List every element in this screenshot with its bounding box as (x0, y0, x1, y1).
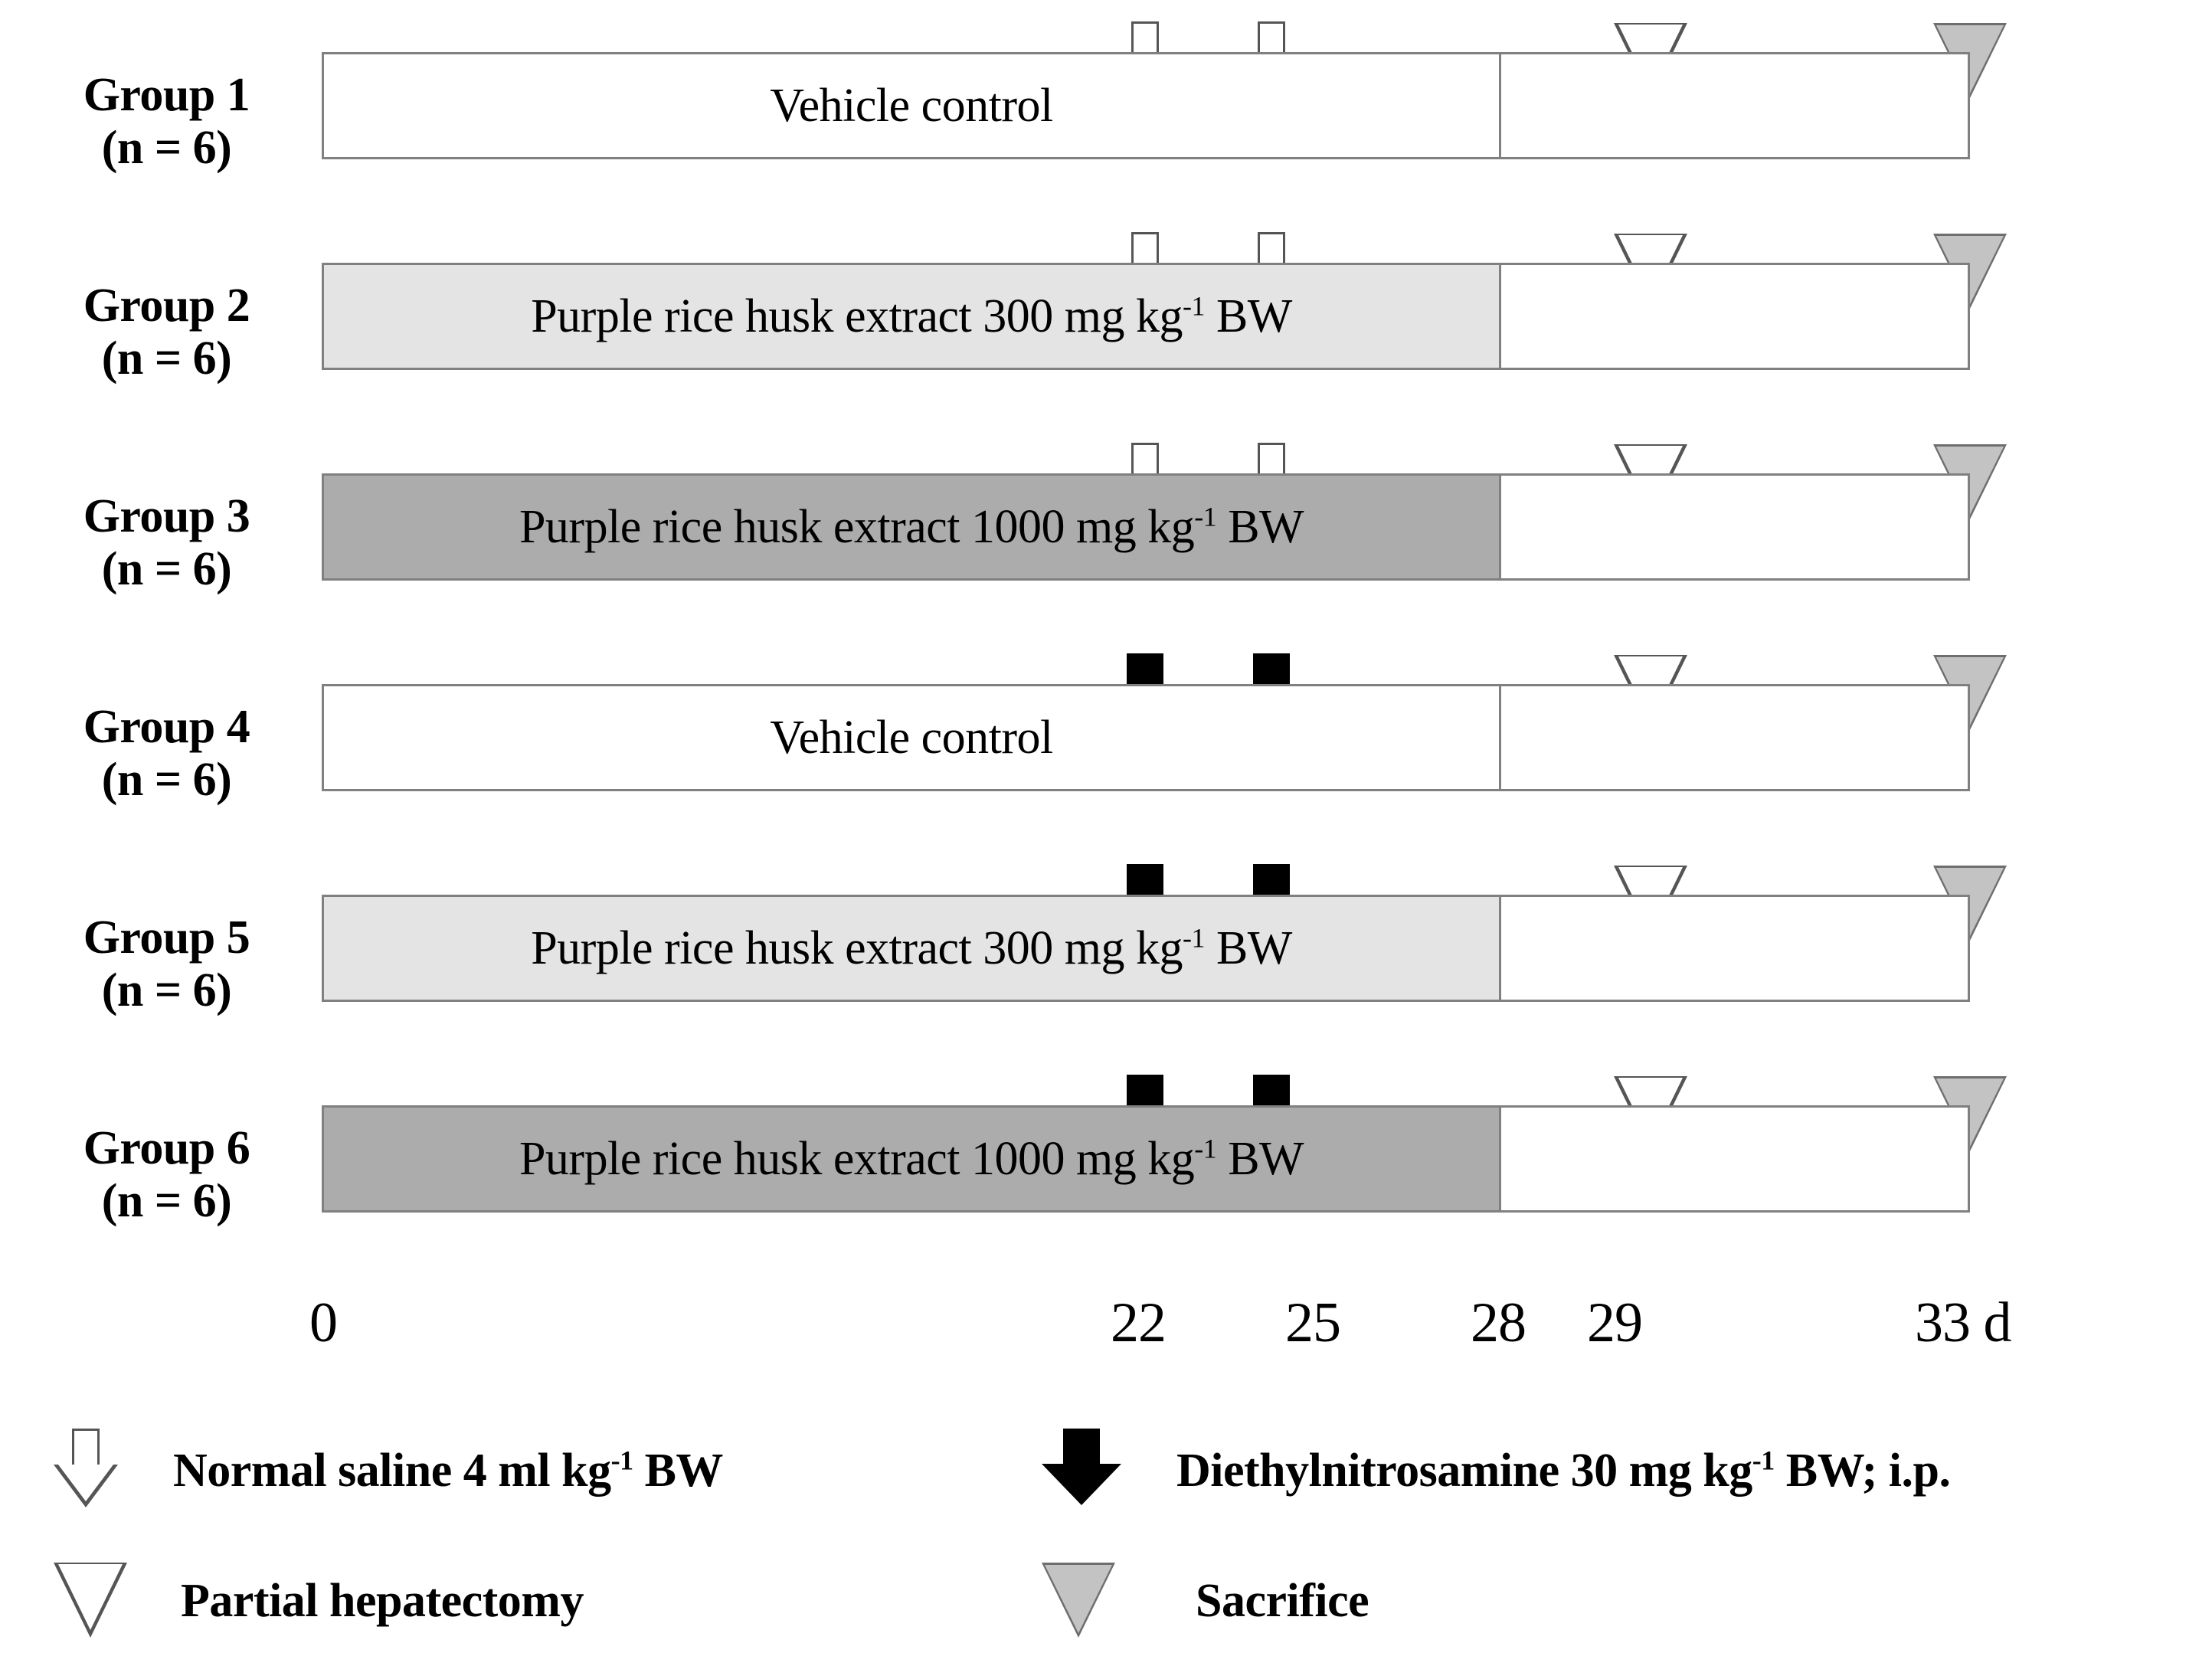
treatment-segment-4: Vehicle control (324, 686, 1501, 789)
treatment-label-3: Purple rice husk extract 1000 mg kg-1 BW (519, 501, 1304, 553)
legend-item-partial-hepatectomy: Partial hepatectomy (54, 1563, 584, 1639)
group-n: (n = 6) (101, 332, 232, 385)
axis-tick-0: 0 (309, 1291, 338, 1354)
axis-tick-28: 28 (1471, 1291, 1526, 1354)
timeline-bar-3: Purple rice husk extract 1000 mg kg-1 BW (322, 473, 1970, 581)
treatment-segment-1: Vehicle control (324, 54, 1501, 157)
group-name: Group 4 (83, 701, 250, 753)
sacrifice-triangle-day33 (1933, 234, 2007, 309)
treatment-label-5: Purple rice husk extract 300 mg kg-1 BW (531, 922, 1292, 974)
legend-item-sacrifice: Sacrifice (1042, 1563, 1369, 1639)
legend-label-sacrifice: Sacrifice (1196, 1575, 1369, 1627)
treatment-label-4: Vehicle control (770, 712, 1053, 764)
group-name: Group 2 (83, 280, 250, 332)
treatment-label-2: Purple rice husk extract 300 mg kg-1 BW (531, 290, 1292, 342)
group-label-1: Group 1 (n = 6) (31, 69, 303, 175)
group-name: Group 6 (83, 1122, 250, 1174)
post-segment-6 (1501, 1108, 1968, 1210)
axis-tick-25: 25 (1285, 1291, 1341, 1354)
post-segment-5 (1501, 897, 1968, 1000)
axis-tick-22: 22 (1111, 1291, 1167, 1354)
open-down-triangle-icon (54, 1563, 127, 1639)
group-row-4: Group 4 (n = 6) Vehicle control (0, 653, 2212, 869)
post-segment-1 (1501, 54, 1968, 157)
post-segment-2 (1501, 265, 1968, 368)
group-n: (n = 6) (101, 1175, 232, 1228)
timeline-bar-2: Purple rice husk extract 300 mg kg-1 BW (322, 263, 1970, 370)
group-row-3: Group 3 (n = 6) Purple rice husk extract… (0, 443, 2212, 659)
timeline-bar-4: Vehicle control (322, 684, 1970, 791)
timeline-bar-5: Purple rice husk extract 300 mg kg-1 BW (322, 895, 1970, 1002)
solid-down-arrow-icon (1042, 1429, 1121, 1513)
post-segment-4 (1501, 686, 1968, 789)
group-n: (n = 6) (101, 754, 232, 807)
group-name: Group 3 (83, 490, 250, 542)
figure-legend: Normal saline 4 ml kg-1 BW Diethylnitros… (0, 1429, 2212, 1666)
group-label-2: Group 2 (n = 6) (31, 280, 303, 386)
legend-item-diethylnitrosamine: Diethylnitrosamine 30 mg kg-1 BW; i.p. (1042, 1429, 1951, 1513)
group-label-6: Group 6 (n = 6) (31, 1122, 303, 1229)
group-label-4: Group 4 (n = 6) (31, 701, 303, 807)
legend-label-partial-hepatectomy: Partial hepatectomy (181, 1575, 584, 1627)
gray-down-triangle-icon (1042, 1563, 1115, 1639)
legend-label-diethylnitrosamine: Diethylnitrosamine 30 mg kg-1 BW; i.p. (1176, 1445, 1951, 1497)
timeline-axis: 0 22 25 28 29 33 d (0, 1295, 2212, 1379)
group-row-1: Group 1 (n = 6) Vehicle control (0, 21, 2212, 237)
timeline-bar-1: Vehicle control (322, 52, 1970, 159)
treatment-segment-5: Purple rice husk extract 300 mg kg-1 BW (324, 897, 1501, 1000)
group-row-6: Group 6 (n = 6) Purple rice husk extract… (0, 1075, 2212, 1291)
group-label-3: Group 3 (n = 6) (31, 490, 303, 597)
treatment-segment-3: Purple rice husk extract 1000 mg kg-1 BW (324, 476, 1501, 578)
group-label-5: Group 5 (n = 6) (31, 912, 303, 1018)
legend-item-normal-saline: Normal saline 4 ml kg-1 BW (54, 1429, 723, 1513)
open-down-arrow-icon (54, 1429, 118, 1513)
treatment-label-6: Purple rice husk extract 1000 mg kg-1 BW (519, 1133, 1304, 1185)
treatment-label-1: Vehicle control (770, 80, 1053, 132)
legend-label-normal-saline: Normal saline 4 ml kg-1 BW (173, 1445, 723, 1497)
axis-tick-33: 33 d (1915, 1291, 2011, 1354)
timeline-bar-6: Purple rice husk extract 1000 mg kg-1 BW (322, 1105, 1970, 1213)
treatment-segment-2: Purple rice husk extract 300 mg kg-1 BW (324, 265, 1501, 368)
group-n: (n = 6) (101, 543, 232, 596)
group-name: Group 5 (83, 912, 250, 964)
group-n: (n = 6) (101, 122, 232, 175)
group-row-2: Group 2 (n = 6) Purple rice husk extract… (0, 232, 2212, 448)
group-name: Group 1 (83, 69, 250, 121)
post-segment-3 (1501, 476, 1968, 578)
axis-tick-29: 29 (1587, 1291, 1643, 1354)
group-row-5: Group 5 (n = 6) Purple rice husk extract… (0, 864, 2212, 1080)
treatment-segment-6: Purple rice husk extract 1000 mg kg-1 BW (324, 1108, 1501, 1210)
group-n: (n = 6) (101, 964, 232, 1017)
